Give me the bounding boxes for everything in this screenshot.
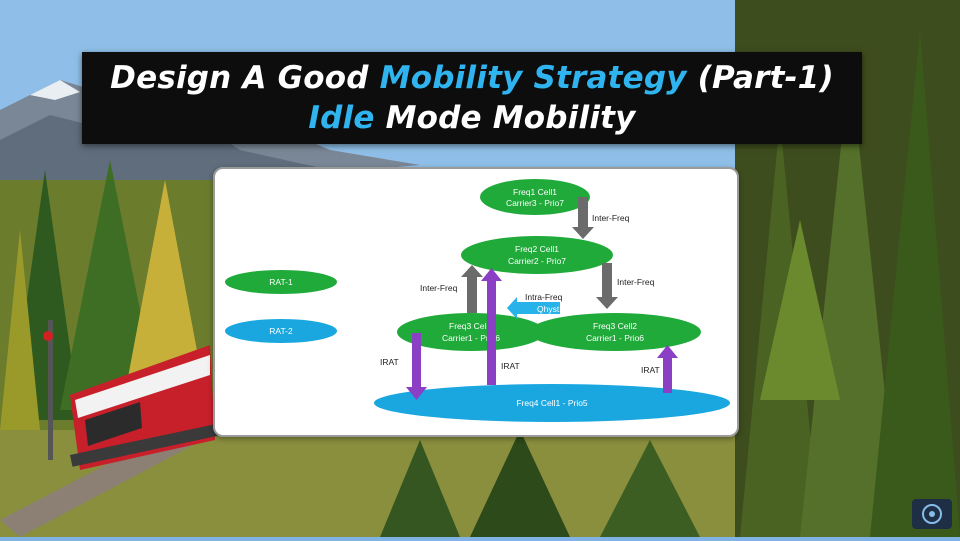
cell-freq2-line2: Carrier2 - Prio7 (508, 256, 566, 266)
legend-rat1-ellipse (225, 270, 337, 294)
cell-freq2-line1: Freq2 Cell1 (515, 244, 559, 254)
cell-freq1 (480, 179, 590, 215)
cell-freq3-cell2 (529, 313, 701, 351)
cell-freq4 (374, 384, 730, 422)
cell-freq2 (461, 236, 613, 274)
label-inter-freq-left: Inter-Freq (420, 283, 458, 293)
label-inter-freq-right: Inter-Freq (617, 277, 655, 287)
cell-freq3c1-line1: Freq3 Cell1 (449, 321, 493, 331)
title-line-2: Idle Mode Mobility (308, 98, 635, 138)
label-qhyst: Qhyst (537, 304, 560, 314)
diagram-panel: RAT-1 RAT-2 Freq4 Cell1 - Prio5 Freq1 Ce… (213, 167, 739, 437)
cell-freq3-cell1 (397, 313, 545, 351)
arrow-inter-freq-top (572, 197, 594, 239)
title-banner: Design A Good Mobility Strategy (Part-1)… (82, 52, 862, 144)
legend-rat2-label: RAT-2 (269, 326, 293, 336)
label-intra-freq: Intra-Freq (525, 292, 563, 302)
arrow-inter-freq-left (461, 265, 483, 313)
cell-freq3c2-line1: Freq3 Cell2 (593, 321, 637, 331)
legend-rat1-label: RAT-1 (269, 277, 293, 287)
cell-freq3c2-line2: Carrier1 - Prio6 (586, 333, 644, 343)
arrow-irat-left (406, 333, 427, 400)
label-inter-freq-top: Inter-Freq (592, 213, 630, 223)
arrow-irat-mid (481, 268, 502, 385)
arrow-intra-freq (507, 297, 560, 319)
cell-freq3c1-line2: Carrier1 - Prio6 (442, 333, 500, 343)
channel-logo-icon (912, 499, 952, 529)
arrow-irat-right (657, 345, 678, 393)
title-highlight: Mobility Strategy (379, 60, 687, 96)
label-irat-right: IRAT (641, 365, 660, 375)
title-text: Design A Good (110, 60, 380, 96)
cell-freq4-label: Freq4 Cell1 - Prio5 (516, 398, 588, 408)
cell-freq1-line1: Freq1 Cell1 (513, 187, 557, 197)
label-irat-mid: IRAT (501, 361, 520, 371)
subtitle-text: Mode Mobility (374, 100, 636, 136)
subtitle-highlight: Idle (308, 100, 375, 136)
arrow-inter-freq-right (596, 263, 618, 309)
cell-freq1-line2: Carrier3 - Prio7 (506, 198, 564, 208)
mobility-diagram: RAT-1 RAT-2 Freq4 Cell1 - Prio5 Freq1 Ce… (225, 179, 730, 422)
title-text-suffix: (Part-1) (686, 60, 834, 96)
legend-rat2-ellipse (225, 319, 337, 343)
label-irat-left: IRAT (380, 357, 399, 367)
title-line-1: Design A Good Mobility Strategy (Part-1) (110, 58, 834, 98)
